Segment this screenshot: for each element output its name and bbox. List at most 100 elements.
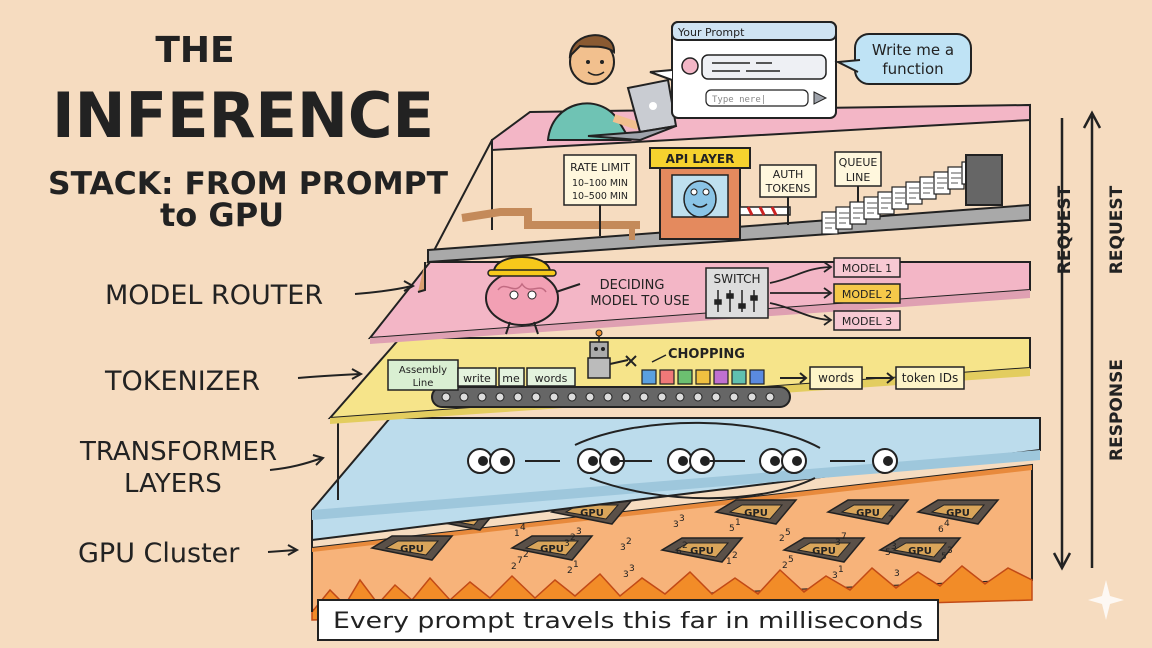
footer-banner: Every prompt travels this far in millise… <box>317 599 939 641</box>
token-ids-box-label: token IDs <box>902 371 958 385</box>
gpu-chip: GPU <box>713 499 798 525</box>
assembly-line-1: Assembly <box>399 365 447 376</box>
deciding-line-2: MODEL TO USE <box>590 294 689 309</box>
rate-limit-title: RATE LIMIT <box>570 161 630 174</box>
words-box-label: words <box>818 371 854 385</box>
gpu-number: 3 <box>835 538 841 548</box>
token-boxes: write me words <box>457 367 576 387</box>
gpu-chip: GPU <box>877 537 962 563</box>
gpu-number: 3 <box>629 564 635 574</box>
token-word-2: me <box>502 372 520 385</box>
token-cube <box>659 369 675 385</box>
prompt-input-field[interactable] <box>705 89 809 107</box>
assembly-line-2: Line <box>413 378 434 389</box>
gpu-number: 2 <box>782 561 788 571</box>
gpu-number: 3 <box>623 570 629 580</box>
send-icon[interactable] <box>813 91 828 105</box>
conveyor-belt <box>431 386 791 408</box>
gpu-number: 3 <box>620 543 626 553</box>
gpu-chip-label: GPU <box>744 508 768 519</box>
model-arrows <box>769 261 833 326</box>
auth-tokens-sign: AUTH TOKENS <box>759 164 817 225</box>
response-up-label: RESPONSE <box>1107 359 1127 461</box>
gpu-number: 6 <box>938 525 944 535</box>
laptop-icon <box>587 78 678 142</box>
attention-arrows <box>525 421 865 500</box>
attention-eyes <box>467 448 898 474</box>
gpu-number: 3 <box>679 514 685 524</box>
token-cubes <box>641 369 765 385</box>
gpu-chip: GPU <box>509 535 594 561</box>
gpu-number: 3 <box>673 520 679 530</box>
gpu-number: 3 <box>947 546 953 556</box>
request-up-label: REQUEST <box>1107 185 1127 274</box>
eye-pair <box>872 448 898 474</box>
token-cube <box>731 369 747 385</box>
gpu-number: 7 <box>517 556 523 566</box>
queue-line-1: QUEUE <box>839 156 878 169</box>
model-3-label: MODEL 3 <box>842 315 892 328</box>
bubble-line-2: function <box>882 60 943 78</box>
gpu-cluster-label: GPU Cluster <box>78 538 240 569</box>
token-cube <box>749 369 765 385</box>
title-block: THE INFERENCE STACK: FROM PROMPT to GPU <box>48 30 448 234</box>
tokenizer-output: words token IDs <box>780 366 965 390</box>
flow-arrows: REQUEST REQUEST RESPONSE <box>1052 110 1127 571</box>
switch-box: SWITCH <box>705 267 769 319</box>
gpu-chip-label: GPU <box>400 544 424 555</box>
gpu-number: 5 <box>785 528 791 538</box>
gpu-chip-label: GPU <box>540 544 564 555</box>
token-word-1: write <box>463 372 491 385</box>
transformer-label-1: TRANSFORMER <box>79 437 277 467</box>
gpu-chip-label: GPU <box>946 508 970 519</box>
gpu-number: 2 <box>779 534 785 544</box>
gpu-number: 5 <box>885 548 891 558</box>
gpu-number: 1 <box>573 560 579 570</box>
token-cube <box>695 369 711 385</box>
title-line-1: THE <box>155 30 234 71</box>
side-labels: MODEL ROUTER TOKENIZER TRANSFORMER LAYER… <box>78 280 416 569</box>
auth-line-1: AUTH <box>773 168 804 181</box>
deciding-line-1: DECIDING <box>600 278 665 293</box>
gpu-chip: GPU <box>659 537 744 563</box>
gpu-number: 3 <box>832 571 838 581</box>
gpu-chip-label: GPU <box>812 546 836 557</box>
gpu-chip: GPU <box>915 499 1000 525</box>
gpu-number: 3 <box>894 569 900 579</box>
switch-label: SWITCH <box>713 272 760 286</box>
assembly-line-sign: Assembly Line <box>387 359 459 391</box>
title-line-3: STACK: FROM PROMPT <box>48 166 448 202</box>
router-layer <box>367 261 1031 344</box>
model-router-label: MODEL ROUTER <box>105 280 323 311</box>
token-word-3: words <box>535 372 568 385</box>
gpu-number: 4 <box>520 523 526 533</box>
pipe <box>461 208 640 229</box>
title-line-4: to GPU <box>160 196 284 234</box>
gpu-number: 7 <box>888 515 894 525</box>
model-1-label: MODEL 1 <box>842 262 892 275</box>
gpu-number: 2 <box>682 541 688 551</box>
footer-text: Every prompt travels this far in millise… <box>333 609 923 634</box>
tokenizer-label: TOKENIZER <box>104 366 260 397</box>
token-cube <box>641 369 657 385</box>
conveyor-wheels <box>441 392 775 402</box>
chopping-label: CHOPPING <box>668 347 745 362</box>
gpu-chip-label: GPU <box>908 546 932 557</box>
robot-icon <box>587 329 637 379</box>
gpu-number: 2 <box>523 550 529 560</box>
api-layer-label: API LAYER <box>666 152 735 166</box>
title-line-2: INFERENCE <box>52 79 434 152</box>
api-booth: API LAYER <box>649 147 791 240</box>
eye-pair <box>759 448 807 474</box>
queue-line-sign: QUEUE LINE <box>834 151 882 210</box>
gpu-number: 7 <box>841 532 847 542</box>
gpu-number: 2 <box>567 566 573 576</box>
gpu-number: 2 <box>511 562 517 572</box>
auth-line-2: TOKENS <box>765 182 811 195</box>
gpu-chip: GPU <box>369 535 454 561</box>
queue-tunnel <box>965 154 1003 206</box>
model-2-label: MODEL 2 <box>842 288 892 301</box>
gpu-chip-label: GPU <box>690 546 714 557</box>
